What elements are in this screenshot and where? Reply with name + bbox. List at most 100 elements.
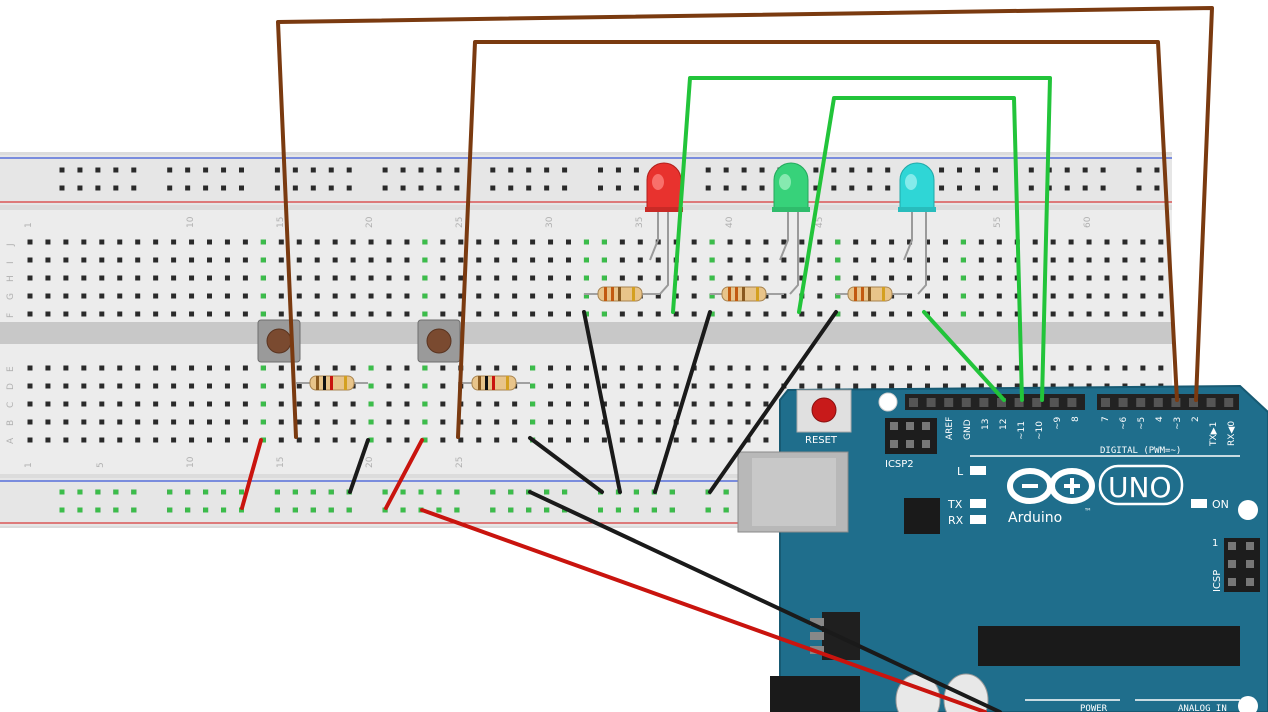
breadboard-hole (583, 401, 589, 407)
breadboard-hole (925, 293, 930, 299)
header-pin[interactable] (1153, 398, 1163, 407)
breadboard-hole (745, 311, 751, 317)
breadboard-hole (260, 257, 266, 263)
header-pin[interactable] (1224, 398, 1234, 407)
breadboard-hole (386, 383, 392, 389)
breadboard-hole (759, 185, 765, 191)
header-pin[interactable] (1118, 398, 1128, 407)
breadboard-hole (494, 401, 500, 407)
breadboard-hole (207, 257, 212, 263)
breadboard-hole (203, 507, 209, 513)
breadboard-hole (1014, 383, 1020, 389)
breadboard-hole (117, 311, 123, 317)
reset-button[interactable] (796, 389, 852, 433)
pushbutton-2[interactable] (417, 319, 461, 363)
breadboard-hole (655, 401, 661, 407)
breadboard-hole (189, 419, 195, 425)
header-pin[interactable] (979, 398, 989, 407)
header-pin[interactable] (1067, 398, 1077, 407)
breadboard-hole (314, 419, 320, 425)
breadboard-hole (239, 185, 244, 191)
tx-led (970, 499, 986, 508)
breadboard-hole (224, 257, 230, 263)
breadboard-hole (404, 419, 410, 425)
breadboard-hole (171, 419, 177, 425)
breadboard-hole (99, 383, 105, 389)
breadboard-hole (512, 293, 518, 299)
breadboard-hole (867, 185, 873, 191)
breadboard-hole (45, 419, 51, 425)
breadboard-hole (723, 185, 729, 191)
breadboard-hole (817, 365, 823, 371)
breadboard-hole (490, 185, 496, 191)
breadboard-hole (224, 311, 230, 317)
breadboard-hole (476, 239, 482, 245)
breadboard-hole (131, 167, 137, 173)
breadboard-hole (135, 437, 141, 443)
icsp2-header (885, 418, 937, 454)
breadboard-hole (889, 311, 895, 317)
header-pin[interactable] (1171, 398, 1181, 407)
header-pin[interactable] (1032, 398, 1042, 407)
breadboard-hole (45, 383, 51, 389)
breadboard-hole (1086, 365, 1092, 371)
breadboard-hole (548, 257, 554, 263)
breadboard-hole (817, 275, 823, 281)
breadboard-hole (566, 401, 571, 407)
breadboard-hole (63, 365, 69, 371)
breadboard-hole (45, 239, 51, 245)
breadboard-hole (328, 489, 334, 495)
on-label: ON (1212, 498, 1229, 511)
breadboard-hole (583, 437, 589, 443)
breadboard-hole (27, 419, 33, 425)
breadboard-hole (799, 275, 805, 281)
breadboard-hole (853, 275, 859, 281)
breadboard-hole (296, 293, 302, 299)
breadboard-hole (314, 401, 320, 407)
header-pin[interactable] (961, 398, 971, 407)
header-pin[interactable] (1014, 398, 1024, 407)
breadboard-hole (95, 507, 101, 513)
header-pin[interactable] (926, 398, 936, 407)
breadboard-hole (314, 311, 320, 317)
breadboard-hole (153, 293, 159, 299)
breadboard-hole (601, 275, 607, 281)
breadboard-hole (1050, 383, 1056, 389)
breadboard-hole (1068, 293, 1074, 299)
breadboard-hole (328, 167, 334, 173)
header-pin[interactable] (1136, 398, 1146, 407)
breadboard-hole (598, 185, 603, 191)
breadboard-hole (745, 419, 751, 425)
breadboard-hole (996, 293, 1002, 299)
header-pin[interactable] (1049, 398, 1059, 407)
header-pin[interactable] (1101, 398, 1110, 407)
breadboard-hole (99, 401, 105, 407)
breadboard-hole (81, 293, 87, 299)
breadboard-hole (849, 167, 855, 173)
breadboard-hole (637, 257, 643, 263)
breadboard-hole (942, 383, 948, 389)
row-letter: B (6, 420, 16, 426)
breadboard-hole (992, 185, 998, 191)
breadboard-hole (242, 275, 248, 281)
breadboard-hole (691, 239, 697, 245)
breadboard-hole (422, 383, 428, 389)
header-pin[interactable] (1189, 398, 1198, 407)
breadboard-hole (813, 167, 819, 173)
header-pins (909, 398, 1234, 407)
breadboard-hole (709, 293, 715, 299)
breadboard-hole (117, 401, 123, 407)
header-pin[interactable] (1206, 398, 1216, 407)
breadboard-hole (960, 311, 966, 317)
breadboard-hole (274, 185, 280, 191)
breadboard-hole (691, 383, 697, 389)
breadboard-hole (296, 365, 302, 371)
header-pin[interactable] (944, 398, 954, 407)
breadboard-hole (400, 507, 406, 513)
breadboard-hole (871, 311, 877, 317)
breadboard-hole (1032, 311, 1038, 317)
header-pin[interactable] (909, 398, 918, 407)
breadboard-hole (759, 167, 765, 173)
breadboard-hole (615, 185, 621, 191)
header-pin[interactable] (997, 398, 1006, 407)
